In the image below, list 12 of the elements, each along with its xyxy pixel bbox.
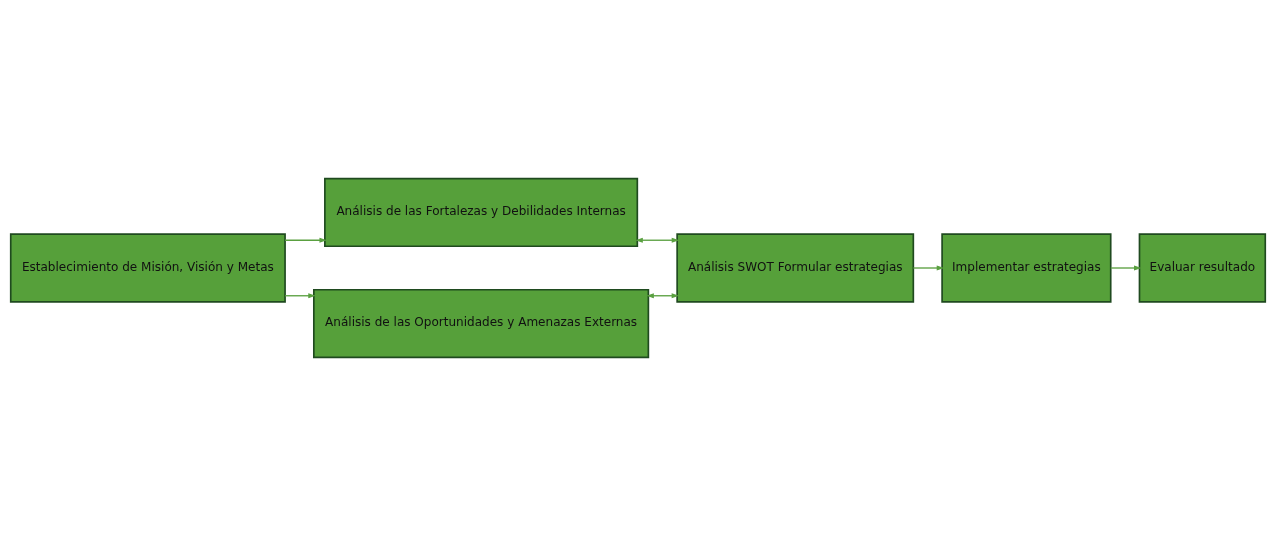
node-box: Análisis SWOT Formular estrategias (676, 232, 915, 303)
node-box: Implementar estrategias (941, 232, 1112, 303)
arrow (912, 264, 945, 271)
node-box: Análisis de las Oportunidades y Amenazas Externas (313, 288, 650, 358)
arrow (1110, 264, 1142, 271)
arrow (646, 292, 679, 298)
arrow (284, 292, 316, 298)
arrow (284, 237, 327, 243)
node-box: Evaluar resultado (1138, 232, 1267, 303)
node-box: Establecimiento de Misión, Visión y Metas (9, 232, 286, 303)
arrow (635, 237, 680, 243)
node-box: Análisis de las Fortalezas y Debilidades Internas (324, 177, 639, 247)
